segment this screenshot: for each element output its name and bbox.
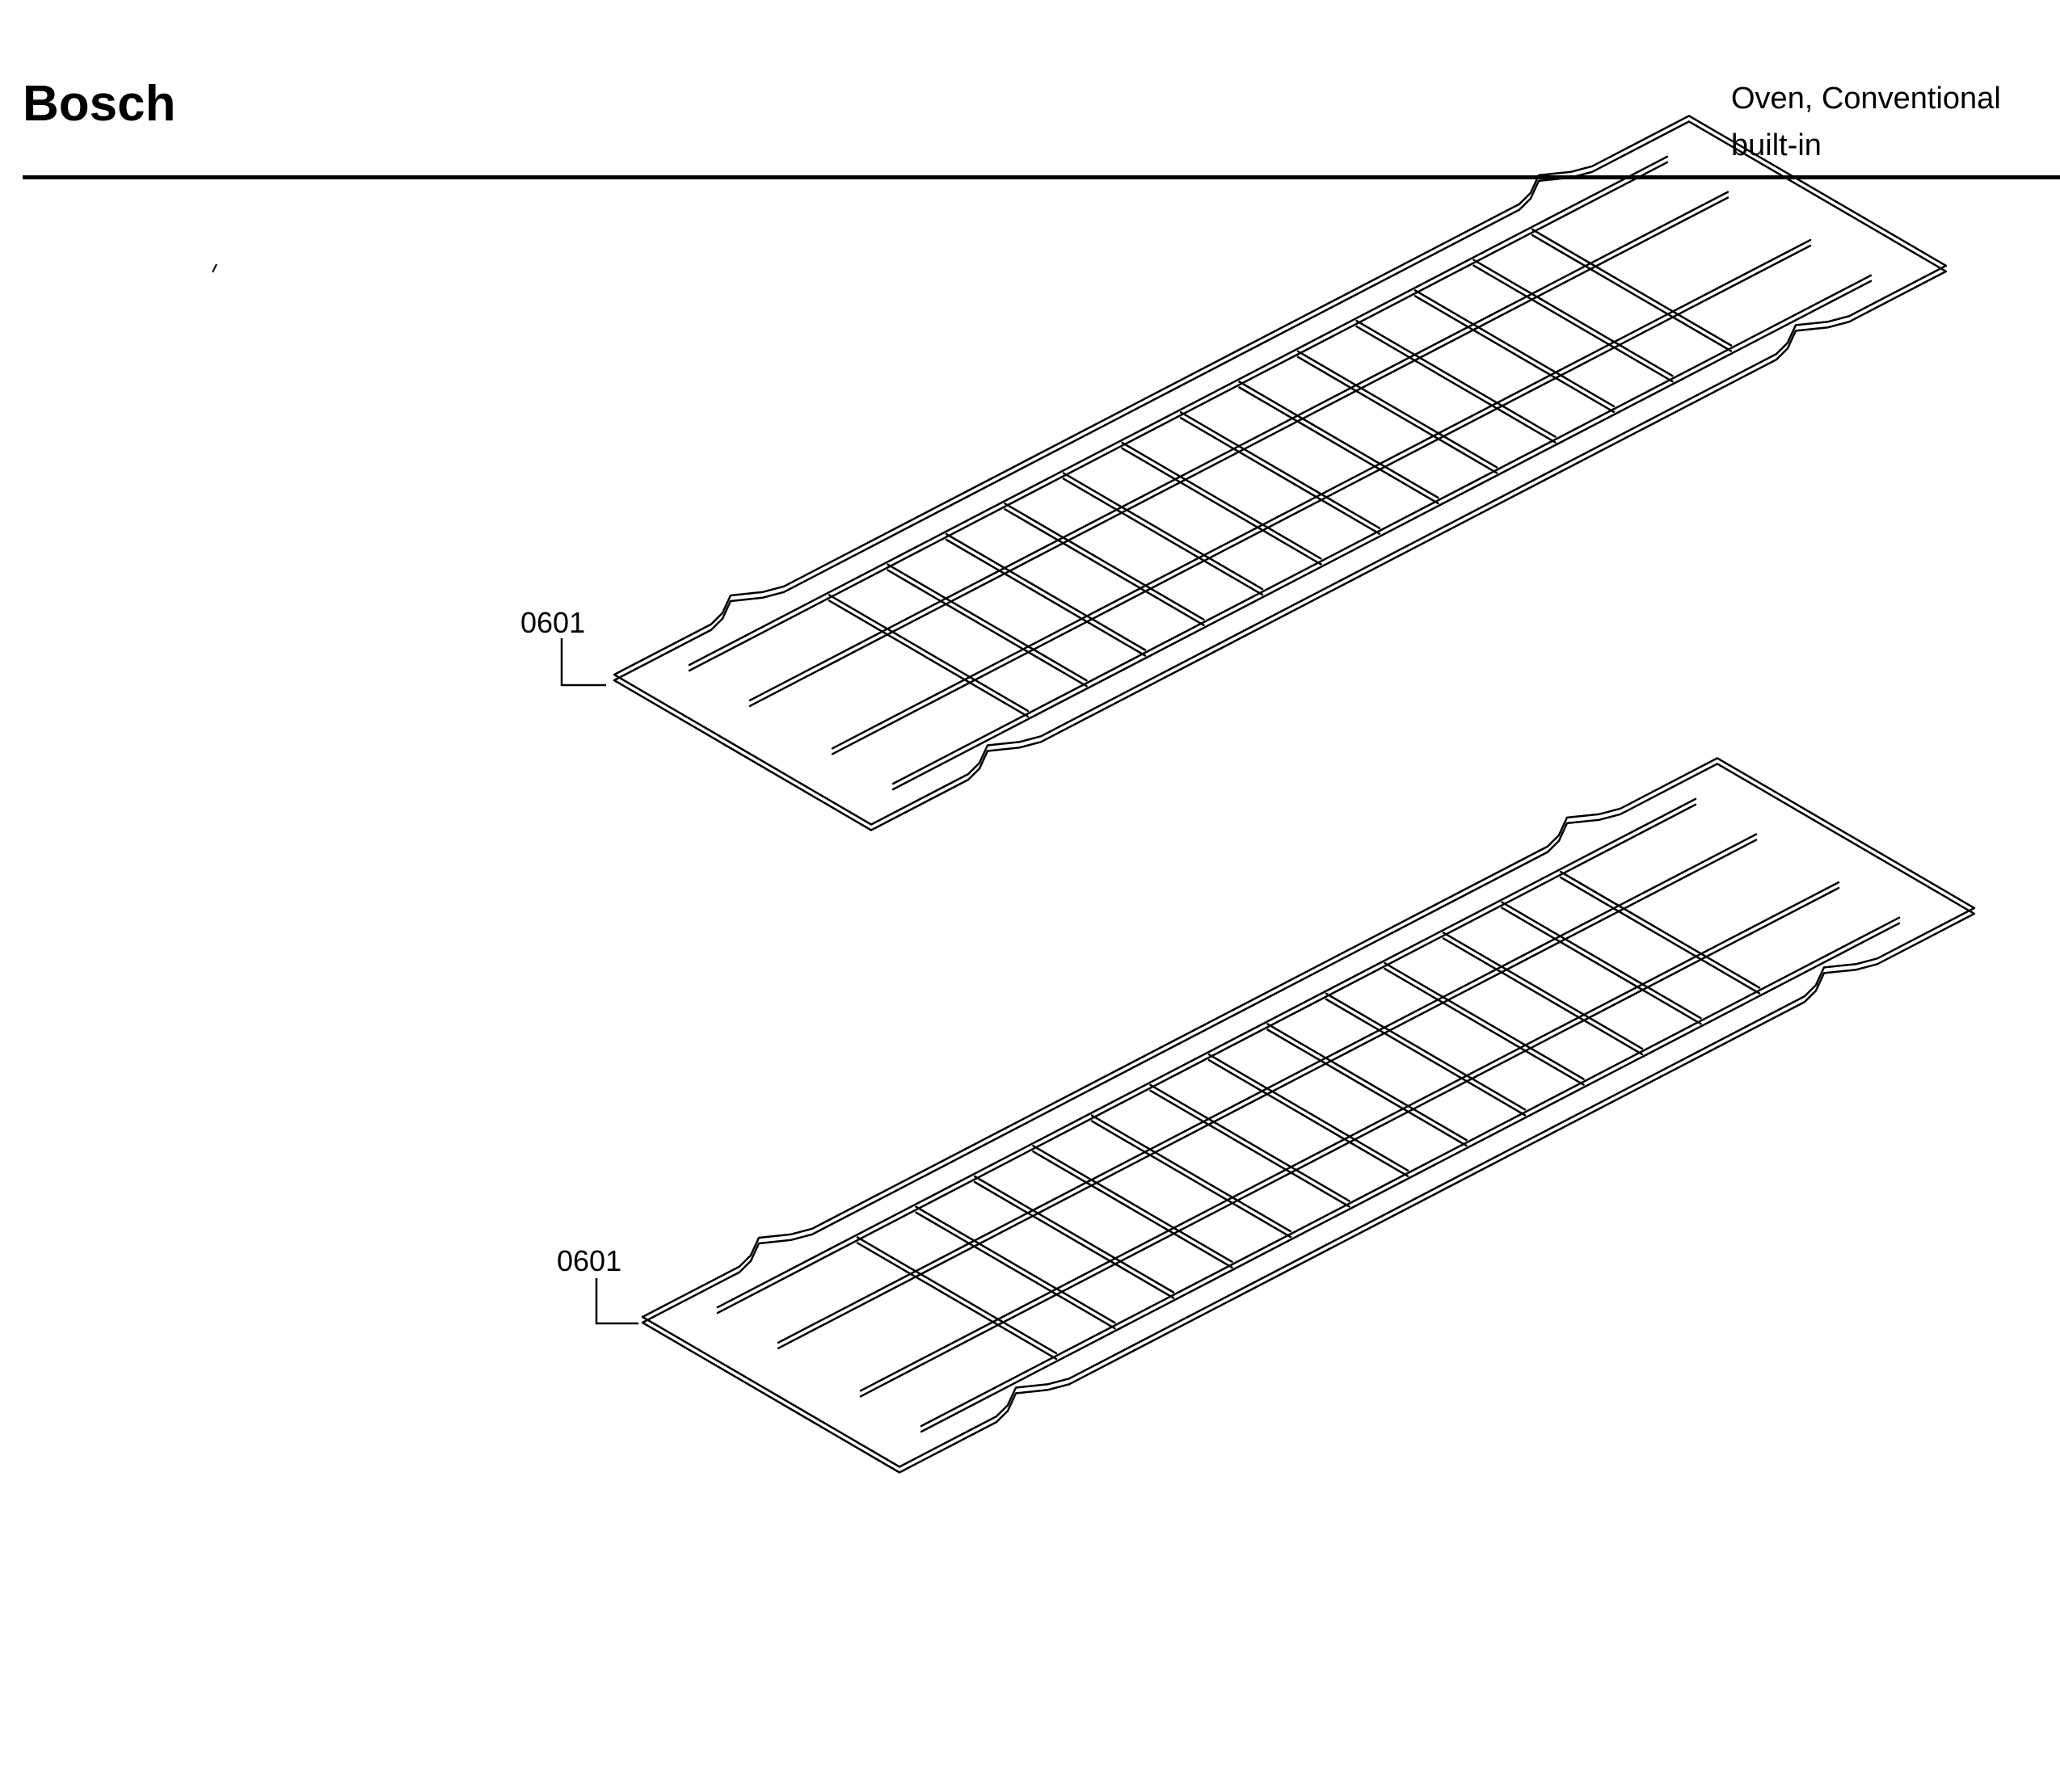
product-description: Oven, Conventional built-in: [1731, 75, 2001, 169]
product-line-1: Oven, Conventional: [1731, 82, 2001, 116]
lower-rack-stringer-1-edge: [777, 839, 1758, 1350]
upper-rack-crossbar-8-edge: [1238, 386, 1439, 505]
lower-rack-crossbar-10-edge: [1384, 967, 1585, 1086]
lower-rack-crossbar-3-edge: [973, 1180, 1175, 1299]
upper-rack-crossbar-11: [1413, 289, 1616, 408]
product-line-2: built-in: [1731, 128, 1822, 162]
callout-leader-upper: [560, 638, 606, 687]
upper-rack-frame-edge: [613, 120, 1948, 831]
lower-rack-frame: [641, 757, 1976, 1468]
lower-rack-crossbar-1: [856, 1236, 1058, 1355]
upper-rack-stringer-2: [831, 238, 1812, 750]
upper-rack-crossbar-3-edge: [945, 538, 1147, 657]
upper-rack-crossbar-10: [1355, 319, 1557, 438]
upper-rack-crossbar-5: [1062, 472, 1264, 591]
lower-rack-crossbar-8: [1266, 1023, 1468, 1142]
upper-rack-stringer-1-edge: [748, 196, 1729, 708]
upper-rack-crossbar-7-edge: [1179, 416, 1381, 535]
lower-rack-crossbar-2: [915, 1205, 1116, 1324]
lower-rack-crossbar-7-edge: [1207, 1058, 1409, 1177]
upper-rack-crossbar-11-edge: [1413, 295, 1616, 414]
lower-rack-crossbar-5-edge: [1090, 1120, 1292, 1239]
upper-rack-crossbar-2-edge: [887, 569, 1088, 688]
upper-rack-crossbar-6-edge: [1121, 447, 1322, 566]
lower-rack-crossbar-5: [1090, 1114, 1292, 1233]
upper-rack-crossbar-1: [828, 594, 1030, 713]
upper-rack-inner-rail-near-edge: [688, 161, 1669, 672]
lower-rack-crossbar-10: [1384, 961, 1585, 1080]
oven-rack-lower[interactable]: [641, 757, 1976, 1474]
lower-rack-crossbar-4: [1032, 1145, 1233, 1264]
upper-rack-crossbar-4-edge: [1004, 508, 1205, 627]
upper-rack-inner-rail-far-edge: [891, 280, 1873, 791]
lower-rack-crossbar-12-edge: [1501, 907, 1702, 1025]
upper-rack-crossbar-10-edge: [1355, 325, 1557, 444]
oven-rack-upper[interactable]: [613, 115, 1948, 831]
lower-rack-stringer-1: [777, 833, 1758, 1344]
upper-rack-inner-rail-near: [688, 155, 1669, 667]
lower-rack-crossbar-1-edge: [856, 1242, 1058, 1361]
lower-rack-inner-rail-near: [716, 797, 1697, 1309]
upper-rack-crossbar-5-edge: [1062, 477, 1264, 596]
upper-rack-crossbar-12: [1472, 259, 1674, 377]
lower-rack-crossbar-7: [1207, 1053, 1409, 1172]
lower-rack-crossbar-4-edge: [1032, 1150, 1233, 1269]
lower-rack-crossbar-11-edge: [1442, 937, 1644, 1056]
lower-rack-crossbar-12: [1501, 901, 1702, 1020]
upper-rack-crossbar-12-edge: [1472, 264, 1674, 383]
upper-rack-crossbar-13-edge: [1531, 233, 1733, 352]
lower-rack-frame-edge: [641, 763, 1976, 1474]
upper-rack-crossbar-4: [1004, 503, 1205, 621]
lower-rack-crossbar-2-edge: [915, 1211, 1116, 1330]
lower-rack-crossbar-13: [1559, 870, 1761, 989]
upper-rack-stringer-2-edge: [831, 244, 1812, 755]
upper-rack-crossbar-8: [1238, 381, 1439, 499]
lower-rack-inner-rail-near-edge: [716, 803, 1697, 1315]
lower-rack-stringer-2-edge: [859, 886, 1840, 1398]
upper-rack-crossbar-6: [1121, 441, 1322, 560]
lower-rack-crossbar-11: [1442, 932, 1644, 1050]
lower-rack-crossbar-3: [973, 1175, 1175, 1294]
lower-rack-inner-rail-far: [920, 916, 1901, 1428]
lower-rack-crossbar-8-edge: [1266, 1029, 1468, 1147]
stray-mark: [212, 263, 217, 273]
upper-rack-crossbar-9: [1296, 350, 1498, 469]
brand-title: Bosch: [23, 76, 176, 132]
lower-rack-crossbar-13-edge: [1559, 876, 1761, 995]
upper-rack-crossbar-2: [887, 563, 1088, 682]
lower-rack-crossbar-9: [1325, 992, 1527, 1111]
upper-rack-crossbar-13: [1531, 228, 1733, 347]
upper-rack-crossbar-3: [945, 532, 1147, 651]
upper-rack-crossbar-1-edge: [828, 599, 1030, 718]
lower-rack-inner-rail-far-edge: [920, 922, 1901, 1433]
lower-rack-crossbar-6: [1149, 1083, 1350, 1202]
lower-rack-stringer-2: [859, 881, 1840, 1392]
callout-leader-lower: [595, 1278, 638, 1325]
callout-label-upper[interactable]: 0601: [520, 606, 585, 639]
lower-rack-crossbar-9-edge: [1325, 998, 1527, 1117]
upper-rack-inner-rail-far: [891, 274, 1873, 785]
upper-rack-crossbar-9-edge: [1296, 355, 1498, 474]
callout-label-lower[interactable]: 0601: [557, 1244, 621, 1277]
upper-rack-stringer-1: [748, 191, 1729, 702]
upper-rack-frame: [613, 115, 1948, 826]
header-divider: [23, 175, 2060, 179]
lower-rack-crossbar-6-edge: [1149, 1089, 1350, 1208]
upper-rack-crossbar-7: [1179, 410, 1381, 529]
